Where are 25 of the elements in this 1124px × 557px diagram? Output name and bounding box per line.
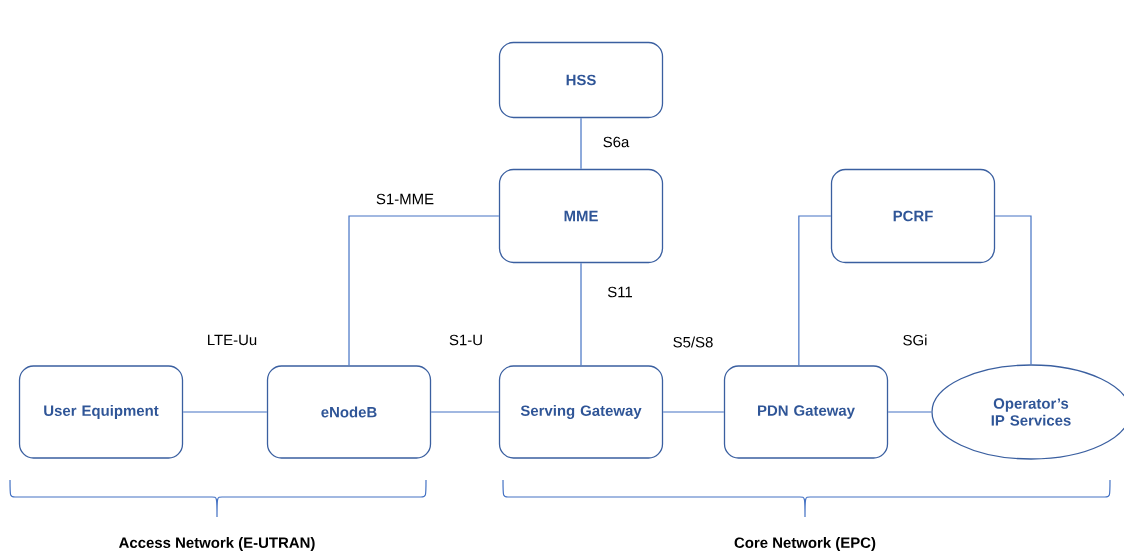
connector-line [887, 411, 932, 413]
edge-label: LTE-Uu [205, 333, 259, 347]
network-box: PDN Gateway [723, 365, 889, 459]
connector-line [182, 411, 268, 413]
edge-label: S1-U [448, 333, 485, 347]
edge-label: SGi [901, 333, 929, 347]
edge-label: S11 [606, 285, 634, 299]
connector-line [430, 411, 500, 413]
network-box: HSS [498, 41, 664, 119]
group-caption: Core Network (EPC) [734, 537, 876, 551]
connector-line [580, 117, 582, 170]
network-box: Serving Gateway [498, 365, 664, 459]
connector-line [994, 215, 1032, 365]
network-box: MME [498, 168, 664, 264]
connector-line [798, 215, 832, 366]
edge-label: S5/S8 [671, 335, 715, 349]
network-box: eNodeB [266, 365, 432, 459]
connector-line [580, 262, 582, 366]
connector-line [348, 215, 500, 366]
edge-label: S1-MME [374, 192, 436, 206]
network-box: PCRF [830, 168, 996, 264]
group-caption: Access Network (E-UTRAN) [119, 537, 315, 551]
edge-label: S6a [601, 135, 631, 149]
connector-line [662, 411, 725, 413]
network-box: User Equipment [18, 365, 184, 459]
